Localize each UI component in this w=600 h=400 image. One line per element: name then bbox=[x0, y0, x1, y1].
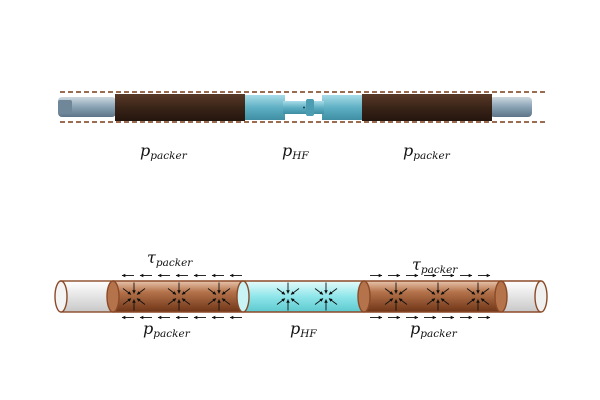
label-base: p bbox=[403, 141, 413, 160]
shear-stress-arrows bbox=[121, 273, 491, 320]
injection-port bbox=[306, 99, 314, 116]
pressure-arrow bbox=[290, 298, 300, 305]
pressure-arrow bbox=[181, 298, 191, 305]
pressure-arrow bbox=[466, 298, 476, 305]
pressure-arrow bbox=[181, 288, 191, 295]
top-label-left: ppacker bbox=[140, 141, 188, 162]
pressure-arrow bbox=[221, 288, 231, 295]
tool-end-right bbox=[490, 97, 532, 117]
pressure-arrow bbox=[207, 298, 217, 305]
bottom-label-left: ppacker bbox=[143, 319, 191, 340]
pressure-arrow bbox=[276, 298, 286, 305]
svg-text:pHF: pHF bbox=[290, 319, 317, 340]
casing-end-cap-right bbox=[534, 280, 548, 313]
pressure-arrow bbox=[398, 288, 408, 295]
label-subscript: packer bbox=[421, 264, 458, 276]
packer-cylinder-right bbox=[364, 281, 501, 312]
label-subscript: packer bbox=[413, 150, 450, 162]
pressure-arrow bbox=[122, 288, 132, 295]
label-subscript: HF bbox=[299, 328, 317, 340]
pressure-arrow bbox=[122, 298, 132, 305]
tau-label-right: τpacker bbox=[412, 255, 458, 276]
label-base: p bbox=[282, 141, 292, 160]
label-base: τ bbox=[147, 248, 157, 267]
label-subscript: packer bbox=[156, 257, 193, 269]
label-subscript: packer bbox=[153, 328, 190, 340]
tool-end-left bbox=[58, 97, 116, 117]
pressure-arrow bbox=[136, 288, 146, 295]
pressure-arrow bbox=[426, 288, 436, 295]
pressure-arrow bbox=[466, 288, 476, 295]
bottom-label-mid: pHF bbox=[290, 319, 317, 340]
svg-text:ppacker: ppacker bbox=[140, 141, 188, 162]
pressure-arrow bbox=[384, 288, 394, 295]
pressure-arrow bbox=[290, 288, 300, 295]
pressure-arrow bbox=[314, 298, 324, 305]
top-label-right: ppacker bbox=[403, 141, 451, 162]
pressure-arrow bbox=[328, 288, 338, 295]
fluid-section-left-cap bbox=[236, 280, 250, 313]
svg-text:ppacker: ppacker bbox=[410, 319, 458, 340]
label-base: p bbox=[143, 319, 153, 338]
pressure-arrow bbox=[167, 288, 177, 295]
pressure-arrow bbox=[398, 298, 408, 305]
pressure-arrow bbox=[276, 288, 286, 295]
label-base: τ bbox=[412, 255, 422, 274]
svg-text:ppacker: ppacker bbox=[143, 319, 191, 340]
radial-pressure-arrows bbox=[122, 282, 490, 311]
pressure-arrow bbox=[328, 298, 338, 305]
packer-element-left bbox=[115, 94, 245, 121]
pressure-arrow bbox=[167, 298, 177, 305]
label-subscript: HF bbox=[291, 150, 309, 162]
svg-text:pHF: pHF bbox=[282, 141, 309, 162]
injection-sub-housing-left bbox=[245, 95, 285, 120]
schematic-cylinder bbox=[54, 280, 548, 313]
label-base: p bbox=[410, 319, 420, 338]
packer-right-far-cap bbox=[494, 280, 508, 313]
packer-element-right bbox=[362, 94, 492, 121]
casing-segment-left bbox=[60, 280, 114, 313]
pressure-arrow bbox=[480, 298, 490, 305]
injection-port-hole bbox=[303, 106, 305, 109]
pressure-arrow bbox=[314, 288, 324, 295]
pressure-arrow bbox=[426, 298, 436, 305]
packer-cylinder-left bbox=[113, 281, 243, 312]
label-subscript: packer bbox=[150, 150, 187, 162]
label-base: p bbox=[290, 319, 300, 338]
pressure-arrow bbox=[480, 288, 490, 295]
label-base: p bbox=[140, 141, 150, 160]
packer-right-end-cap bbox=[357, 280, 371, 313]
fluid-section bbox=[243, 281, 364, 312]
pressure-arrow bbox=[207, 288, 217, 295]
svg-text:ppacker: ppacker bbox=[403, 141, 451, 162]
packer-tool-illustration bbox=[58, 91, 548, 123]
pressure-arrow bbox=[384, 298, 394, 305]
svg-text:τpacker: τpacker bbox=[147, 248, 193, 269]
pressure-arrow bbox=[136, 298, 146, 305]
tau-label-left: τpacker bbox=[147, 248, 193, 269]
tool-tip-left bbox=[58, 100, 72, 114]
svg-text:τpacker: τpacker bbox=[412, 255, 458, 276]
label-subscript: packer bbox=[420, 328, 457, 340]
pressure-arrow bbox=[440, 288, 450, 295]
pressure-arrow bbox=[440, 298, 450, 305]
bottom-label-right: ppacker bbox=[410, 319, 458, 340]
casing-end-cap-left bbox=[54, 280, 68, 313]
packer-left-end-cap bbox=[106, 280, 120, 313]
injection-sub-housing-right bbox=[322, 95, 362, 120]
pressure-arrow bbox=[221, 298, 231, 305]
top-label-mid: pHF bbox=[282, 141, 309, 162]
